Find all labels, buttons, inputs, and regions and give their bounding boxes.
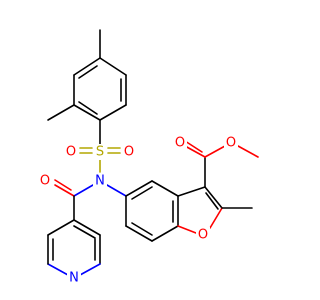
ester-o-bond [204,145,226,158]
sulfonyl-oxygen-right: O [124,145,134,160]
n-aryl-bond [106,184,127,197]
ester-carbonyl-oxygen-atom: O [175,136,185,151]
c-o-amide-bond-a [54,184,75,197]
ester-carbonyl-bond-a [184,145,206,158]
ester-carbonyl-bond-b [184,140,203,153]
benzofuran-benzene-ring [125,180,179,242]
atom-labels: S O O N O N O O O [38,135,238,286]
ester-oxygen-atom: O [226,136,236,151]
dimethylphenyl-ring [73,57,127,121]
sulfur-atom: S [96,145,104,160]
furan-ring [177,186,223,234]
sulfonyl-oxygen-left: O [66,145,76,160]
chemical-structure: S O O N O N O O O [38,29,259,286]
pyridine-nitrogen-atom: N [69,271,79,286]
amide-oxygen-atom: O [40,174,50,189]
c-o-amide-bond-b [54,179,72,191]
amide-nitrogen-atom: N [95,174,105,189]
ester-methyl-bond [237,145,259,158]
methyl-bond-ortho [47,104,75,121]
pyridine-ring [47,219,101,276]
furan-oxygen-atom: O [198,228,208,243]
n-carbonyl-bond [73,184,94,197]
